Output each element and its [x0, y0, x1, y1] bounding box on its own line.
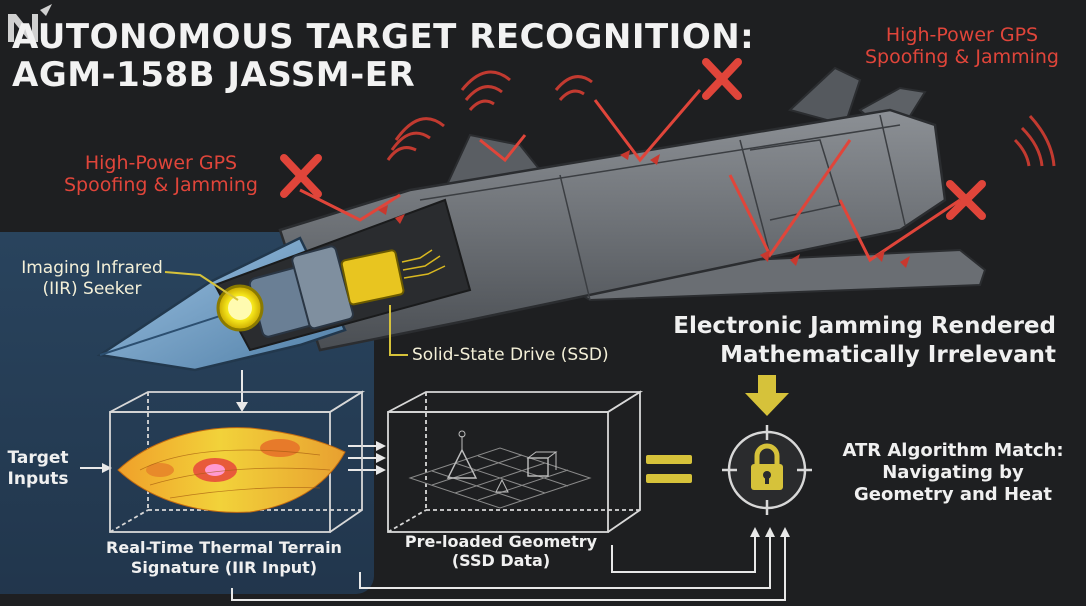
- page-title: AUTONOMOUS TARGET RECOGNITION: AGM-158B …: [12, 18, 754, 94]
- irrelevant-line-1: Electronic Jamming Rendered: [673, 313, 1056, 339]
- equals-icon: [646, 455, 692, 483]
- thermal-line-1: Real-Time Thermal Terrain: [106, 538, 342, 557]
- thermal-terrain: [117, 427, 346, 513]
- jamming-label-left: High-Power GPS Spoofing & Jamming: [48, 152, 274, 196]
- iir-seeker-optics: [216, 245, 354, 338]
- signal-waves-icon: [386, 70, 1056, 167]
- inputs-line-2: Inputs: [7, 469, 69, 489]
- atr-label: ATR Algorithm Match: Navigating by Geome…: [838, 440, 1068, 506]
- inputs-line-1: Target: [7, 448, 69, 468]
- geometry-caption: Pre-loaded Geometry (SSD Data): [398, 532, 604, 570]
- geometry-box: [387, 390, 644, 533]
- thermal-line-2: Signature (IIR Input): [130, 558, 318, 577]
- atr-line-1: ATR Algorithm Match:: [842, 440, 1064, 461]
- target-inputs-label: Target Inputs: [2, 448, 74, 490]
- seeker-line-2: (IIR) Seeker: [42, 279, 142, 299]
- seeker-line-1: Imaging Infrared: [21, 258, 163, 278]
- down-arrow-icon: [745, 375, 789, 416]
- jamming-label-right: High-Power GPS Spoofing & Jamming: [852, 24, 1072, 68]
- irrelevant-line-2: Mathematically Irrelevant: [720, 342, 1056, 368]
- seeker-label: Imaging Infrared (IIR) Seeker: [4, 258, 180, 300]
- jamming-left-line-2: Spoofing & Jamming: [64, 174, 258, 196]
- x-mark-icon: [280, 58, 986, 220]
- title-line-1: AUTONOMOUS TARGET RECOGNITION:: [12, 17, 755, 57]
- geometry-line-1: Pre-loaded Geometry: [404, 532, 598, 551]
- ssd-label: Solid-State Drive (SSD): [412, 345, 609, 365]
- atr-line-2: Navigating by: [882, 462, 1024, 483]
- jamming-right-line-1: High-Power GPS: [885, 24, 1039, 46]
- jamming-right-line-2: Spoofing & Jamming: [865, 46, 1059, 68]
- atr-line-3: Geometry and Heat: [854, 484, 1052, 505]
- geometry-line-2: (SSD Data): [451, 551, 551, 570]
- wireframe-geometry: [408, 430, 592, 509]
- lock-icon: [722, 425, 812, 515]
- ssd-chip: [340, 249, 446, 306]
- thermal-caption: Real-Time Thermal Terrain Signature (IIR…: [96, 538, 352, 578]
- flow-lines: [80, 370, 786, 601]
- jamming-beams: [299, 89, 961, 263]
- title-line-2: AGM-158B JASSM-ER: [12, 55, 416, 95]
- irrelevant-label: Electronic Jamming Rendered Mathematical…: [660, 312, 1056, 370]
- logo-icon: [8, 4, 52, 42]
- jamming-left-line-1: High-Power GPS: [84, 152, 238, 174]
